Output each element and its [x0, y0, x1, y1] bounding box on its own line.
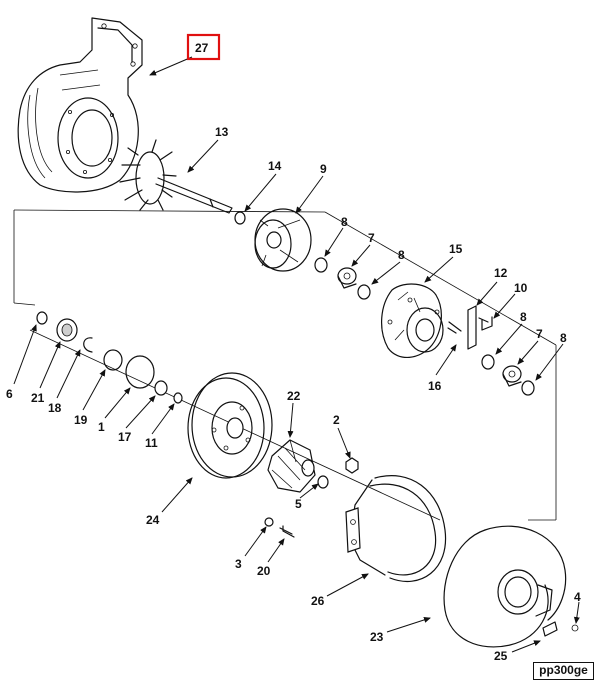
- callout-21[interactable]: 21: [31, 391, 45, 405]
- compressor-wheel: [267, 439, 316, 493]
- highlight-box: [186, 33, 221, 61]
- turbine-wheel-shaft: [119, 139, 233, 214]
- callout-8-d[interactable]: 8: [560, 331, 567, 345]
- lock-plate-and-bolt: [467, 305, 493, 350]
- callout-labels: 27 13 14 9 8 7 8 15 12 10 8 7 8 16 6 21 …: [6, 33, 581, 663]
- callout-23[interactable]: 23: [370, 630, 384, 644]
- callout-11[interactable]: 11: [145, 436, 158, 450]
- callout-22[interactable]: 22: [287, 389, 301, 403]
- callout-2[interactable]: 2: [333, 413, 340, 427]
- callout-6[interactable]: 6: [6, 387, 13, 401]
- heat-shield: [254, 208, 312, 272]
- lower-bearing-set: [481, 354, 535, 396]
- callout-3[interactable]: 3: [235, 557, 242, 571]
- callout-4[interactable]: 4: [574, 590, 581, 604]
- figure-reference-code: pp300ge: [533, 662, 594, 680]
- turbine-housing: [17, 17, 143, 193]
- callout-17[interactable]: 17: [118, 430, 132, 444]
- callout-8-c[interactable]: 8: [520, 310, 527, 324]
- seal-ring: [234, 211, 246, 225]
- callout-16[interactable]: 16: [428, 379, 442, 393]
- fasteners: [264, 457, 359, 538]
- v-band-clamp: [345, 475, 447, 583]
- callout-13[interactable]: 13: [215, 125, 229, 139]
- callout-leaders: [13, 56, 580, 653]
- callout-26[interactable]: 26: [311, 594, 325, 608]
- callout-15[interactable]: 15: [449, 242, 463, 256]
- callout-19[interactable]: 19: [74, 413, 88, 427]
- callout-5[interactable]: 5: [295, 497, 302, 511]
- callout-25[interactable]: 25: [494, 649, 508, 663]
- assembly-boundary-lines: [13, 209, 557, 521]
- callout-1[interactable]: 1: [98, 420, 105, 434]
- compressor-backplate: [187, 372, 273, 479]
- bearing-housing: [381, 283, 462, 358]
- callout-9[interactable]: 9: [320, 162, 327, 176]
- compressor-housing: [443, 525, 579, 648]
- callout-10[interactable]: 10: [514, 281, 528, 295]
- callout-8-a[interactable]: 8: [341, 215, 348, 229]
- callout-18[interactable]: 18: [48, 401, 62, 415]
- callout-14[interactable]: 14: [268, 159, 282, 173]
- callout-24[interactable]: 24: [146, 513, 160, 527]
- upper-bearing-set: [314, 257, 371, 300]
- callout-27[interactable]: 27: [195, 41, 209, 55]
- callout-7-b[interactable]: 7: [536, 327, 543, 341]
- callout-8-b[interactable]: 8: [398, 248, 405, 262]
- thrust-parts-chain: [36, 311, 183, 404]
- callout-20[interactable]: 20: [257, 564, 271, 578]
- callout-7-a[interactable]: 7: [368, 231, 375, 245]
- callout-12[interactable]: 12: [494, 266, 508, 280]
